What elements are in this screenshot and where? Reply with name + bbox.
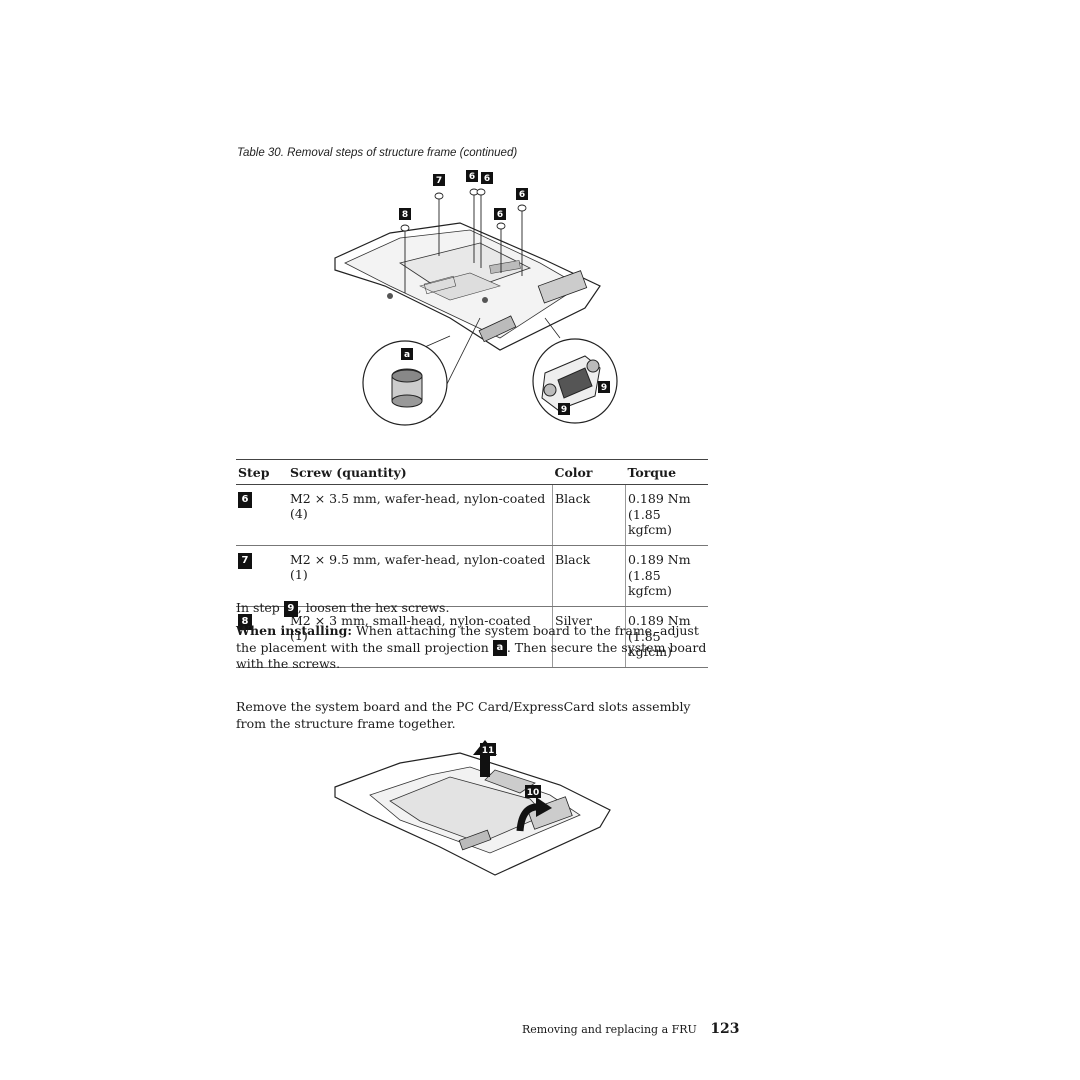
figure-board-removal: 11 10 bbox=[330, 735, 620, 884]
page-number: 123 bbox=[710, 1021, 740, 1037]
callout-8: 8 bbox=[402, 210, 408, 220]
header-screw: Screw (quantity) bbox=[288, 459, 553, 485]
callout-7: 7 bbox=[436, 176, 442, 186]
remove-note: Remove the system board and the PC Card/… bbox=[236, 699, 691, 731]
callout-9b: 9 bbox=[561, 405, 567, 415]
callout-11: 11 bbox=[482, 746, 495, 756]
header-torque: Torque bbox=[625, 459, 708, 485]
board-removal-illustration: 11 10 bbox=[334, 740, 611, 876]
header-step: Step bbox=[236, 459, 288, 485]
step-badge: 9 bbox=[283, 600, 298, 617]
table-row: 8 M2 × 3 mm, small-head, nylon-coated (1… bbox=[236, 606, 708, 668]
step-badge: 8 bbox=[238, 613, 252, 630]
step-badge: 6 bbox=[238, 491, 252, 508]
callout-a: a bbox=[404, 350, 410, 360]
callout-6b: 6 bbox=[484, 174, 490, 184]
torque-cell: 0.189 Nm(1.85 kgfcm) bbox=[625, 545, 708, 607]
torque-nm: 0.189 Nm bbox=[628, 613, 691, 628]
callout-6c: 6 bbox=[519, 190, 525, 200]
screw-cell: M2 × 3 mm, small-head, nylon-coated (1) bbox=[288, 606, 553, 668]
callout-6d: 6 bbox=[497, 210, 503, 220]
torque-cell: 0.189 Nm(1.85 kgfcm) bbox=[625, 484, 708, 546]
torque-cell: 0.189 Nm(1.85 kgfcm) bbox=[625, 606, 708, 668]
callout-10: 10 bbox=[527, 788, 540, 798]
color-cell: Silver bbox=[552, 606, 626, 668]
install-note: When installing: When attaching the syst… bbox=[236, 623, 707, 671]
install-label: When installing: bbox=[236, 623, 352, 638]
projection-badge: a bbox=[492, 640, 507, 656]
callout-6a: 6 bbox=[469, 172, 475, 182]
torque-nm: 0.189 Nm bbox=[628, 552, 691, 567]
header-color: Color bbox=[552, 459, 626, 485]
table-header-row: Step Screw (quantity) Color Torque bbox=[236, 459, 708, 485]
torque-nm: 0.189 Nm bbox=[628, 491, 691, 506]
table-caption: Table 30. Removal steps of structure fra… bbox=[237, 147, 518, 159]
table-row: 6 M2 × 3.5 mm, wafer-head, nylon-coated … bbox=[236, 484, 708, 546]
step-badge: 7 bbox=[238, 552, 252, 569]
table-row: 7 M2 × 9.5 mm, wafer-head, nylon-coated … bbox=[236, 545, 708, 607]
torque-kgfcm: (1.85 kgfcm) bbox=[628, 629, 672, 659]
system-board-illustration: 7 6 6 6 6 8 a 9 9 bbox=[334, 170, 618, 426]
screw-cell: M2 × 3.5 mm, wafer-head, nylon-coated (4… bbox=[288, 484, 553, 546]
screw-cell: M2 × 9.5 mm, wafer-head, nylon-coated (1… bbox=[288, 545, 553, 607]
torque-kgfcm: (1.85 kgfcm) bbox=[628, 568, 672, 598]
color-cell: Black bbox=[552, 545, 626, 607]
callout-9a: 9 bbox=[601, 383, 607, 393]
torque-kgfcm: (1.85 kgfcm) bbox=[628, 507, 672, 537]
step-note: In step 9, loosen the hex screws. bbox=[236, 600, 450, 617]
color-cell: Black bbox=[552, 484, 626, 546]
page-footer: Removing and replacing a FRU 123 bbox=[522, 1021, 740, 1037]
footer-text: Removing and replacing a FRU bbox=[522, 1023, 697, 1036]
figure-system-board-screws: 7 6 6 6 6 8 a 9 9 bbox=[330, 168, 620, 442]
screw-spec-table: Step Screw (quantity) Color Torque 6 M2 … bbox=[236, 459, 708, 668]
